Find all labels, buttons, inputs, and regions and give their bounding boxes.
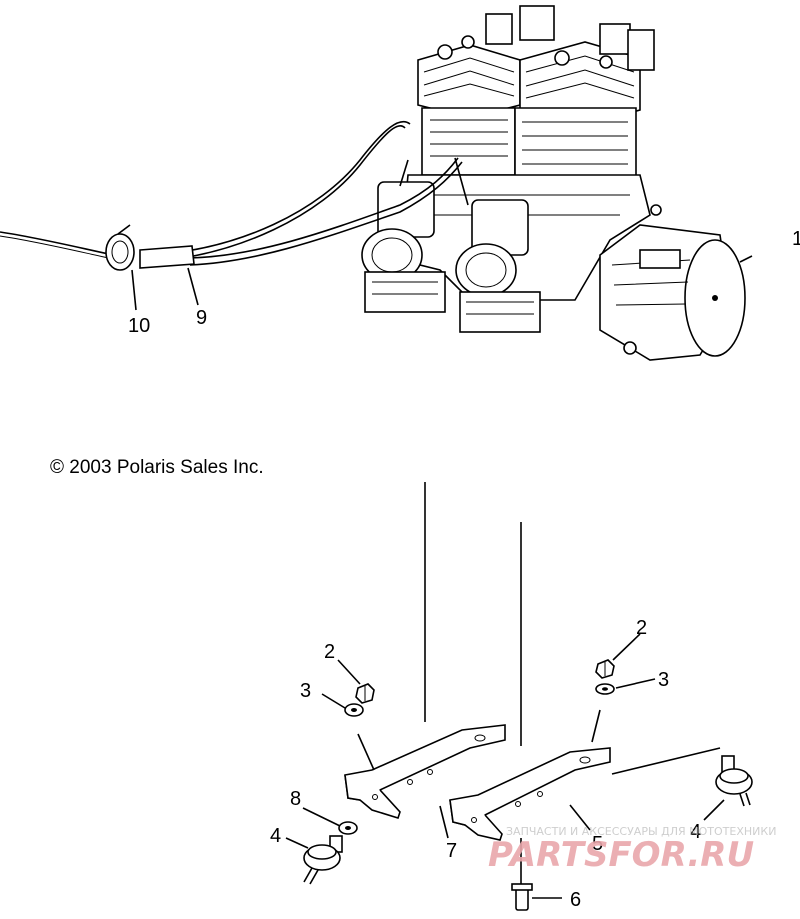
lock-nut-left (355, 683, 375, 704)
mount-bracket-left (344, 724, 506, 819)
callout-10: 10 (128, 315, 150, 337)
engine-assembly (361, 5, 746, 361)
callout-7: 7 (446, 840, 457, 862)
callout-5: 5 (592, 833, 603, 855)
watermark-tagline: ЗАПЧАСТИ И АКСЕССУАРЫ ДЛЯ МОТОТЕХНИКИ (506, 825, 776, 838)
callout-2-right: 2 (636, 617, 647, 639)
callout-labels: 1 10 9 2 3 2 3 8 4 4 7 5 6 (128, 228, 800, 911)
callout-6: 6 (570, 889, 581, 911)
callout-2-left: 2 (324, 641, 335, 663)
watermark: ЗАПЧАСТИ И АКСЕССУАРЫ ДЛЯ МОТОТЕХНИКИ PA… (488, 825, 776, 875)
cable-clip (105, 224, 135, 271)
copyright-notice: © 2003 Polaris Sales Inc. (50, 457, 264, 478)
isolator-mount-right (715, 755, 753, 807)
callout-9: 9 (196, 307, 207, 329)
callout-8: 8 (290, 788, 301, 810)
washer-left (344, 703, 364, 717)
callout-3-left: 3 (300, 680, 311, 702)
mount-bolt (511, 883, 533, 911)
isolator-mount-left (303, 835, 343, 885)
mount-bracket-right (449, 709, 611, 841)
callout-1: 1 (792, 228, 800, 250)
lock-nut-right (595, 659, 615, 679)
washer-8 (338, 821, 358, 835)
washer-right (595, 683, 615, 695)
leader-lines (131, 255, 753, 899)
watermark-brand: PARTSFOR.RU (488, 835, 754, 875)
callout-3-right: 3 (658, 669, 669, 691)
callout-4-left: 4 (270, 825, 281, 847)
callout-4-right: 4 (690, 821, 701, 843)
